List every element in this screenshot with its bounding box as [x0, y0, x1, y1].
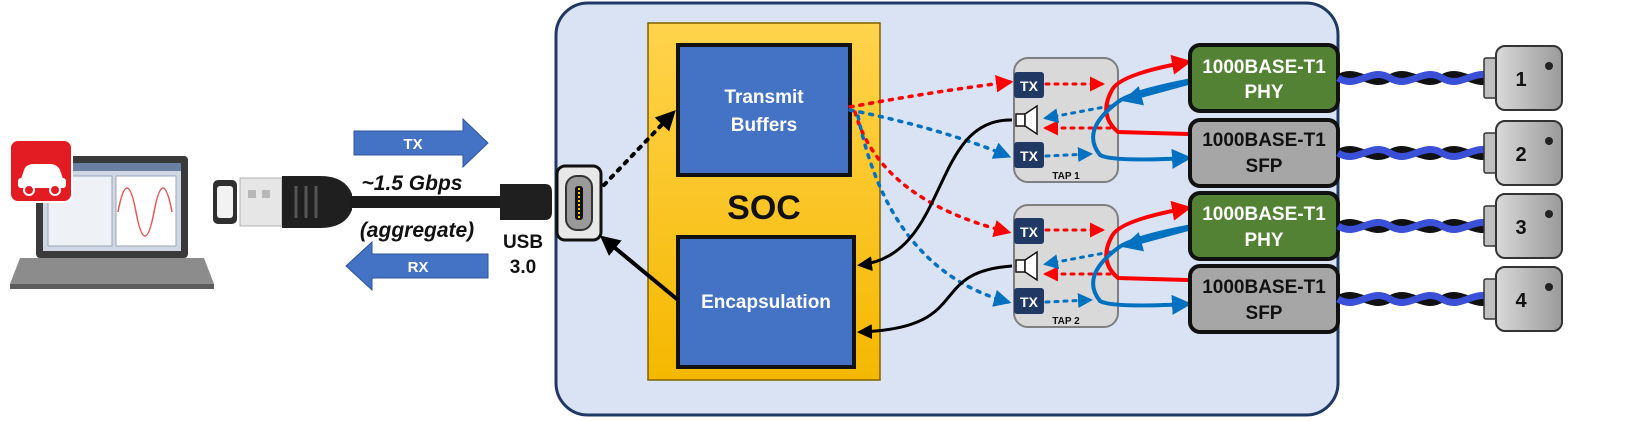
- transmit-buffers-label-1: Transmit: [724, 87, 804, 108]
- transmit-fanout: [848, 75, 1014, 307]
- connector-3-number: 3: [1515, 217, 1526, 239]
- connector-1-icon: 1: [1483, 45, 1563, 111]
- tap-1: TX TX TAP 1: [1013, 54, 1193, 183]
- rx-arrow: RX: [345, 240, 489, 292]
- encapsulation-to-usb-arrow: [599, 235, 680, 302]
- port-2-line1: 1000BASE-T1: [1202, 130, 1326, 151]
- port-box-2: 1000BASE-T1 SFP: [1188, 118, 1340, 188]
- tap1-to-encapsulation: [857, 118, 1013, 272]
- tap-1-tx-bottom: [1014, 142, 1044, 168]
- tap-1-tx-top: [1014, 72, 1044, 98]
- usb-label: USB: [503, 232, 543, 253]
- rx-arrow-label: RX: [408, 259, 429, 276]
- tap-2-splitter-icon: [1015, 250, 1038, 282]
- usb-c-port-icon: [555, 164, 603, 242]
- usb-c-plug-icon: [500, 184, 552, 220]
- tx-arrow: TX: [353, 117, 489, 169]
- tx-arrow-label: TX: [403, 136, 422, 153]
- port-box-3: 1000BASE-T1 PHY: [1188, 191, 1340, 261]
- tap-1-name: TAP 1: [1052, 171, 1080, 182]
- car-app-icon: [9, 139, 73, 203]
- transmit-buffers-block: Transmit Buffers: [676, 43, 852, 177]
- link-aggregate: (aggregate): [360, 219, 474, 242]
- tap-2-tx-bottom-label: TX: [1020, 294, 1039, 310]
- twisted-pair-cable-2: [1336, 146, 1496, 160]
- tap2-to-encapsulation: [857, 264, 1013, 340]
- connector-3-icon: 3: [1483, 193, 1563, 259]
- port-box-1: 1000BASE-T1 PHY: [1188, 43, 1340, 113]
- usb-cable: [350, 196, 502, 208]
- soc-title: SOC: [727, 189, 801, 227]
- twisted-pair-cable-1: [1336, 71, 1496, 85]
- twisted-pair-cable-4: [1336, 292, 1496, 306]
- tap-2-tx-top: [1014, 218, 1044, 244]
- connector-4-number: 4: [1515, 290, 1527, 312]
- tap-2-tx-top-label: TX: [1020, 224, 1039, 240]
- connector-4-icon: 4: [1483, 266, 1563, 332]
- port-1-line2: PHY: [1244, 82, 1283, 103]
- tap-1-tx-top-label: TX: [1020, 78, 1039, 94]
- port-1-line1: 1000BASE-T1: [1202, 57, 1326, 78]
- encapsulation-label: Encapsulation: [701, 292, 831, 313]
- connector-2-icon: 2: [1483, 120, 1563, 186]
- encapsulation-block: Encapsulation: [676, 235, 856, 369]
- link-speed: ~1.5 Gbps: [362, 172, 463, 195]
- transmit-buffers-label-2: Buffers: [731, 115, 798, 136]
- port-4-line1: 1000BASE-T1: [1202, 277, 1326, 298]
- tap-2-tx-bottom: [1014, 288, 1044, 314]
- port-4-line2: SFP: [1246, 303, 1283, 324]
- usb-version-label: 3.0: [510, 257, 536, 278]
- tap-1-tx-bottom-label: TX: [1020, 148, 1039, 164]
- twisted-pair-cable-3: [1336, 219, 1496, 233]
- port-3-line2: PHY: [1244, 230, 1283, 251]
- tap-1-splitter-icon: [1015, 104, 1038, 136]
- port-2-line2: SFP: [1246, 156, 1283, 177]
- usb-to-transmit-arrow: [602, 110, 676, 187]
- tap-2: TX TX TAP 2: [1013, 200, 1193, 328]
- port-3-line1: 1000BASE-T1: [1202, 204, 1326, 225]
- usb-a-plug-icon: [213, 176, 352, 228]
- connector-1-number: 1: [1515, 69, 1526, 91]
- tap-2-name: TAP 2: [1052, 316, 1080, 327]
- port-box-4: 1000BASE-T1 SFP: [1188, 264, 1340, 334]
- connector-2-number: 2: [1515, 144, 1526, 166]
